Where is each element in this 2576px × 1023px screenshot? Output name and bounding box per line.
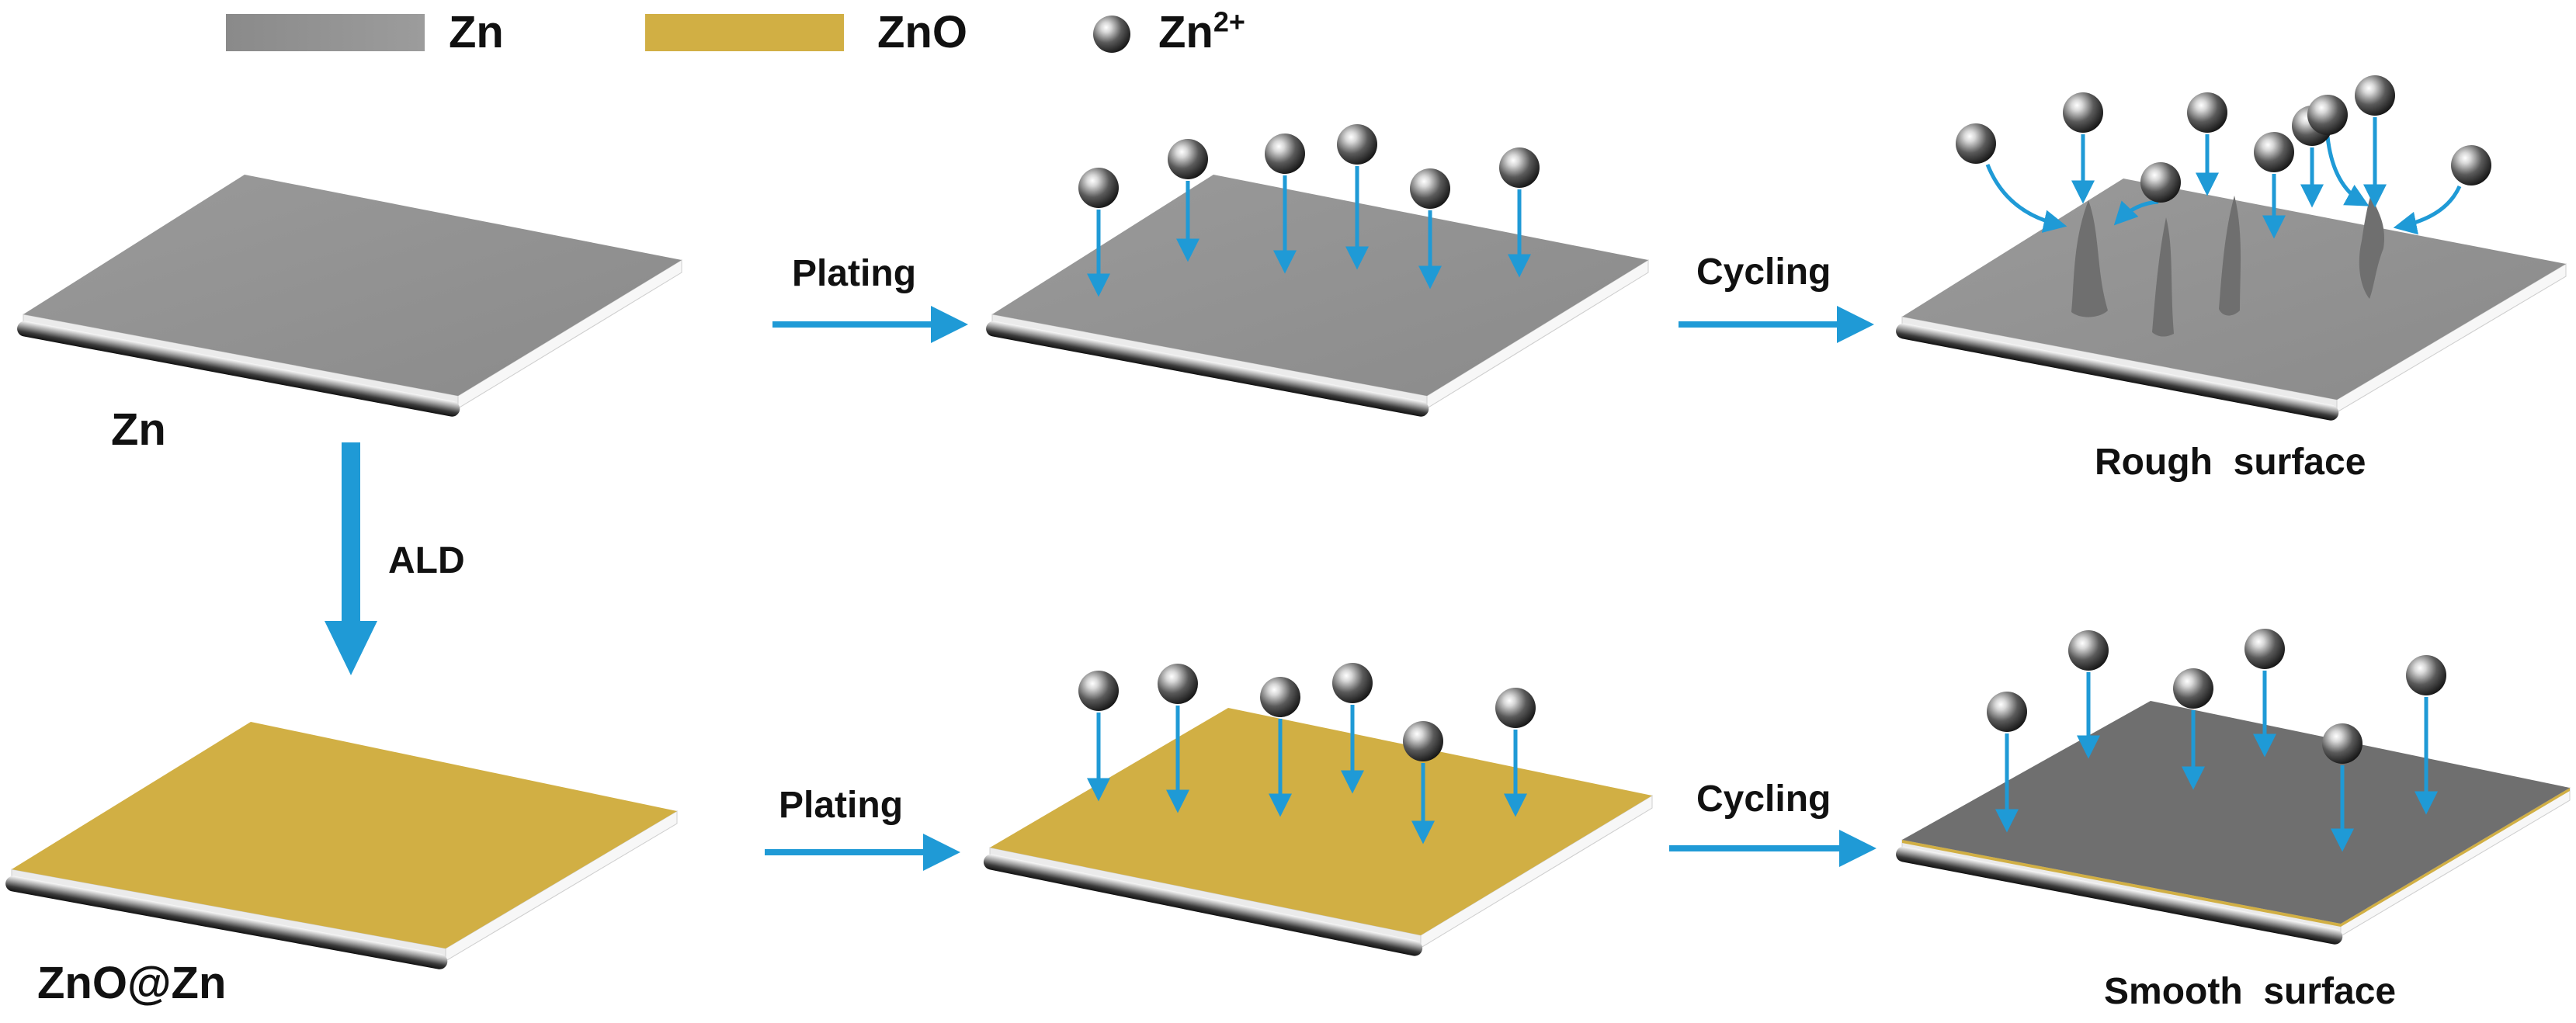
zn-ion-sphere-icon (1337, 124, 1377, 165)
legend-zn-ion-charge: 2+ (1213, 5, 1245, 38)
zn-ion-sphere-icon (1265, 134, 1305, 174)
zn-ion-sphere-icon (1956, 123, 1996, 164)
zn-ion-sphere-icon (2451, 145, 2491, 186)
legend-zn-swatch (226, 14, 425, 51)
zn-ion-sphere-icon (2244, 629, 2285, 669)
legend-zn-ion-label: Zn2+ (1158, 6, 1245, 58)
plate-rod (986, 321, 1429, 417)
zn-ion-sphere-icon (1403, 721, 1443, 761)
zn-ion-sphere-icon (2254, 132, 2294, 172)
smooth-surface-label: Smooth surface (2104, 971, 2397, 1012)
legend-zn-ion-text: Zn (1158, 7, 1213, 57)
zn-ion-sphere-icon (2322, 723, 2362, 764)
plate-top-surface (12, 722, 677, 948)
legend-zn-ion-icon (1093, 16, 1130, 53)
ion-curved-arrow (2325, 136, 2369, 206)
plate-rod (1896, 323, 2339, 421)
zinc-dendrite-icon (2219, 196, 2241, 316)
zn-ion-sphere-icon (1495, 688, 1536, 728)
zn-ion-sphere-icon (2187, 92, 2227, 133)
zno-zn-plate-plating (983, 708, 1653, 956)
zn-ion-sphere-icon (2307, 95, 2348, 135)
zn-ion-sphere-icon (1987, 692, 2027, 732)
plate-rod (1896, 846, 2343, 945)
zn-ion-sphere-icon (2063, 92, 2103, 133)
zn-ion-sphere-icon (2406, 655, 2446, 695)
zn-ion-sphere-icon (1410, 168, 1450, 209)
zn-ion-sphere-icon (1158, 664, 1198, 704)
plate-rod (17, 321, 460, 417)
zn-ion-sphere-icon (2355, 75, 2395, 116)
zn-ion-sphere-icon (2140, 162, 2181, 203)
zno-substrate-label: ZnO@Zn (37, 958, 227, 1008)
zno-zn-plate (5, 722, 678, 969)
zinc-dendrite-icon (2071, 200, 2108, 317)
ion-curved-arrow (2113, 199, 2159, 226)
zn-ion-sphere-icon (2173, 668, 2213, 709)
zn-ion-sphere-icon (1168, 139, 1208, 179)
legend-zno-swatch (645, 14, 844, 51)
plate-top-surface (992, 175, 1648, 396)
zn-ions (1078, 75, 2491, 764)
ion-curved-arrow (1985, 164, 2067, 233)
zinc-dendrites (2071, 194, 2385, 337)
legend-zno-label: ZnO (877, 7, 967, 57)
zn-plate (17, 175, 682, 417)
plate-rod (983, 854, 1423, 956)
ald-arrow (325, 442, 377, 675)
zinc-dendrite-icon (2152, 217, 2174, 337)
plate-rod (5, 876, 448, 969)
ald-label: ALD (388, 540, 465, 581)
zn-ion-sphere-icon (1078, 168, 1119, 208)
zinc-dendrite-icon (2359, 194, 2385, 299)
zn-substrate-label: Zn (111, 404, 166, 455)
zn-ion-sphere-icon (2068, 630, 2109, 671)
legend-zn-label: Zn (449, 7, 504, 57)
zn-ion-sphere-icon (1499, 147, 1540, 188)
ion-arrows (1087, 117, 2462, 852)
zno-zn-plate-cycled-smooth (1896, 701, 2571, 945)
plate-top-surface (1902, 701, 2570, 924)
zn-ion-sphere-icon (1260, 677, 1300, 717)
cycling-label-bottom: Cycling (1696, 779, 1831, 820)
plate-top-surface (23, 175, 682, 396)
cycling-label-top: Cycling (1696, 251, 1831, 293)
zn-ion-sphere-icon (1078, 671, 1119, 711)
plating-label-top: Plating (792, 253, 917, 294)
zn-ion-sphere-icon (1332, 663, 1373, 703)
ion-curved-arrow (2393, 185, 2462, 235)
plate-top-surface (990, 708, 1652, 935)
plating-label-bottom: Plating (779, 785, 904, 826)
process-arrows (325, 306, 1876, 871)
zn-plate-plating (986, 175, 1649, 417)
rough-surface-label: Rough surface (2095, 442, 2366, 483)
